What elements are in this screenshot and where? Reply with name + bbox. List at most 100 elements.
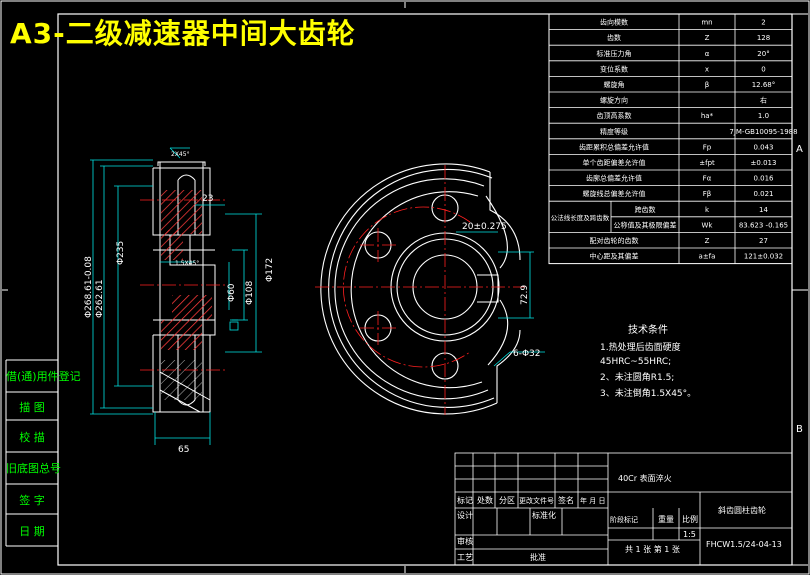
param-symbol: Fp (703, 143, 712, 151)
param-value: 右 (760, 96, 767, 105)
dim-d5: Φ108 (245, 280, 255, 305)
param-symbol: k (705, 206, 710, 214)
param-name: 单个齿距偏差允许值 (583, 158, 646, 167)
param-name: 精度等级 (600, 127, 628, 136)
param-name: 变位系数 (600, 64, 628, 73)
dim-d2: Φ262.61 (95, 279, 105, 318)
param-name: 齿距累积总偏差允许值 (579, 142, 649, 151)
param-value: ±0.013 (751, 159, 777, 167)
param-symbol: mn (701, 19, 712, 27)
tech-heading: 技术条件 (628, 323, 668, 336)
tb-scale: 1:5 (683, 530, 696, 539)
param-name: 配对齿轮的齿数 (590, 236, 639, 245)
param-symbol: ha* (701, 112, 714, 120)
front-dimension-labels: 20±0.275 72.9 6-Φ32 (462, 222, 541, 359)
tech-item: 45HRC~55HRC; (600, 357, 671, 367)
side-label: 旧底图总号 (6, 462, 61, 475)
front-dimensions (456, 231, 545, 367)
section-dimension-labels: Φ268.61-0.08 Φ262.61 Φ235 Φ172 Φ108 Φ60 … (84, 151, 275, 455)
tech-item: 2、未注圆角R1.5; (600, 371, 674, 383)
param-value: 0 (761, 65, 765, 73)
tb-part-name: 斜齿圆柱齿轮 (718, 505, 766, 515)
param-name: 螺旋角 (604, 80, 625, 89)
param-symbol: ±fpt (699, 159, 715, 167)
dim-d1: Φ268.61-0.08 (84, 256, 94, 318)
tb-stage: 阶段标记 (610, 515, 638, 524)
dim-width: 65 (178, 445, 189, 455)
tech-item: 3、未注倒角1.5X45°。 (600, 387, 696, 399)
span-group-label: 公法线长度及跨齿数 (551, 213, 610, 222)
dim-d6: Φ60 (227, 283, 237, 302)
side-label: 描 图 (19, 401, 45, 414)
zone-label: A (796, 144, 803, 155)
tb-review: 审核 (457, 536, 473, 546)
tb-approve: 批准 (530, 552, 546, 562)
inner-border (57, 13, 793, 566)
param-value: 27 (759, 237, 768, 245)
param-value: 12.68° (752, 81, 776, 89)
title-block (454, 452, 793, 566)
title-block-text: 40Cr 表面淬火 标记 处数 分区 更改文件号 签名 年 月 日 设计 标准化… (457, 473, 782, 562)
param-symbol: Fβ (703, 190, 712, 198)
tb-weight: 重量 (658, 514, 674, 524)
side-label: 校 描 (19, 431, 45, 444)
param-symbol: Z (705, 237, 710, 245)
front-centerlines (315, 165, 525, 415)
param-value: 128 (757, 34, 770, 42)
param-symbol: a±fa (699, 253, 716, 261)
tb-col: 处数 (477, 495, 493, 505)
dim-keydepth: 72.9 (520, 285, 530, 305)
dim-d3: Φ235 (116, 241, 126, 265)
param-name: 公称值及其极限偏差 (614, 220, 677, 229)
tb-drawing-no: FHCW1.5/24-04-13 (706, 540, 782, 549)
param-name: 跨齿数 (635, 205, 656, 214)
param-name: 齿数 (607, 33, 621, 42)
param-value: 1.0 (758, 112, 769, 120)
tb-standard: 标准化 (532, 510, 556, 520)
param-value: 2 (761, 19, 765, 27)
tb-col: 签名 (558, 495, 574, 505)
dim-chamfer-mid: 1.5X45° (175, 260, 199, 267)
tb-col: 年 月 日 (580, 496, 605, 505)
param-value: 0.043 (753, 143, 773, 151)
param-symbol: Fα (703, 175, 712, 183)
zone-label: B (796, 424, 803, 435)
side-label: 借(通)用件登记 (6, 370, 81, 383)
tb-col: 分区 (499, 496, 515, 505)
param-symbol: β (705, 81, 709, 89)
section-hatching (161, 190, 212, 400)
side-label: 签 字 (19, 494, 45, 507)
tb-craft: 工艺 (457, 553, 473, 562)
side-label: 日 期 (19, 525, 45, 538)
param-symbol: Z (705, 34, 710, 42)
param-name: 齿向模数 (600, 18, 628, 27)
param-name: 中心距及其偏差 (590, 252, 639, 261)
dim-holes: 6-Φ32 (513, 349, 541, 359)
dim-key: 20±0.275 (462, 222, 507, 232)
param-name: 螺旋方向 (600, 96, 628, 105)
param-value: 0.021 (753, 190, 773, 198)
param-value: 7JM-GB10095-1988 (729, 128, 797, 136)
section-dimensions (90, 147, 262, 445)
tb-scale-label: 比例 (682, 514, 698, 524)
param-symbol: x (705, 65, 709, 73)
tb-design: 设计 (457, 510, 473, 520)
drawing-title: A3-二级减速器中间大齿轮 (10, 17, 356, 50)
dim-d4: Φ172 (265, 258, 275, 282)
param-value: 14 (759, 206, 768, 214)
param-value: 0.016 (753, 175, 774, 183)
tech-requirements: 技术条件 1.热处理后齿面硬度 45HRC~55HRC; 2、未注圆角R1.5;… (600, 323, 696, 399)
tb-sheets: 共 1 张 第 1 张 (625, 544, 680, 554)
dim-23: 23 (202, 194, 213, 204)
side-column (5, 359, 58, 547)
section-centerlines (140, 199, 225, 371)
param-name: 齿顶高系数 (597, 111, 632, 120)
param-name: 齿廓总偏差允许值 (586, 174, 642, 183)
dim-chamfer-top: 2X45° (171, 151, 190, 158)
param-name: 标准压力角 (597, 49, 632, 58)
tech-item: 1.热处理后齿面硬度 (600, 341, 681, 353)
param-name: 螺旋线总偏差允许值 (583, 189, 646, 198)
